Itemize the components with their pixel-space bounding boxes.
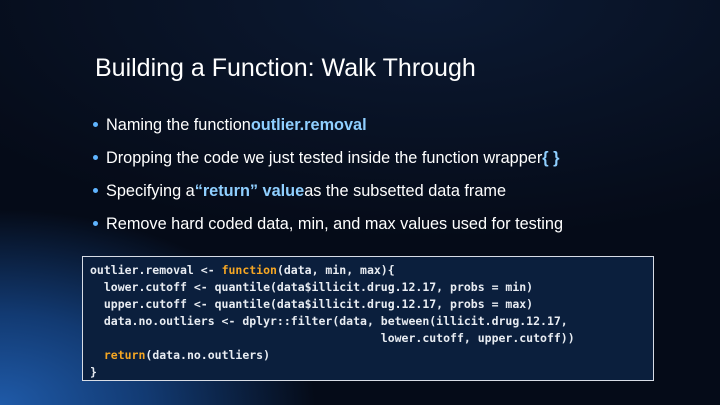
slide-title: Building a Function: Walk Through <box>95 54 476 82</box>
code-line: upper.cutoff <- quantile(data$illicit.dr… <box>90 297 534 311</box>
bullet-icon <box>93 155 98 160</box>
code-text <box>90 348 104 362</box>
bullet-text: Dropping the code we just tested inside … <box>106 148 543 167</box>
bullet-icon <box>93 221 98 226</box>
bullet-list: Naming the function outlier.removal Drop… <box>93 108 563 240</box>
code-line: lower.cutoff <- quantile(data$illicit.dr… <box>90 280 534 294</box>
bullet-item: Naming the function outlier.removal <box>93 108 563 141</box>
code-keyword: return <box>103 348 146 362</box>
bullet-highlight: outlier.removal <box>250 115 367 134</box>
code-keyword: function <box>221 263 277 277</box>
bullet-text: Naming the function <box>106 115 251 134</box>
code-text: outlier.removal <- <box>90 263 222 277</box>
code-line: outlier.removal <- function(data, min, m… <box>90 263 395 277</box>
bullet-highlight: “return” value <box>194 181 305 200</box>
code-text: (data.no.outliers) <box>145 348 271 362</box>
bullet-item: Remove hard coded data, min, and max val… <box>93 207 563 240</box>
code-line: } <box>90 365 97 379</box>
code-text: (data, min, max){ <box>276 263 395 277</box>
bullet-icon <box>93 188 98 193</box>
bullet-text: as the subsetted data frame <box>304 181 507 200</box>
bullet-item: Dropping the code we just tested inside … <box>93 141 563 174</box>
code-line: data.no.outliers <- dplyr::filter(data, … <box>90 314 568 328</box>
bullet-item: Specifying a “return” value as the subse… <box>93 174 563 207</box>
bullet-highlight: { } <box>542 148 560 167</box>
bullet-icon <box>93 122 98 127</box>
bullet-text: Specifying a <box>106 181 195 200</box>
code-line: return(data.no.outliers) <box>90 348 270 362</box>
bullet-text: Remove hard coded data, min, and max val… <box>106 214 564 233</box>
code-line: lower.cutoff, upper.cutoff)) <box>90 331 575 345</box>
code-block: outlier.removal <- function(data, min, m… <box>82 256 654 381</box>
